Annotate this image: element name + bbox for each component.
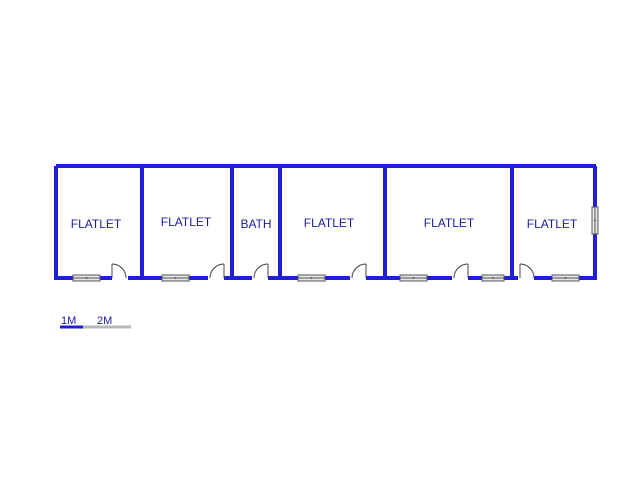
doors	[111, 263, 535, 279]
door-symbol	[351, 263, 367, 279]
door-symbol	[253, 263, 269, 279]
window-symbol	[591, 206, 599, 235]
scale-label-2m: 2M	[97, 315, 112, 327]
room-label-flatlet-1: FLATLET	[71, 217, 122, 231]
window-symbol	[551, 274, 580, 282]
door-symbol	[209, 263, 225, 279]
room-label-flatlet-4: FLATLET	[424, 216, 475, 230]
room-label-flatlet-3: FLATLET	[304, 216, 355, 230]
door-symbol	[519, 263, 535, 279]
window-symbol	[481, 274, 505, 282]
scale-label-1m: 1M	[61, 315, 76, 327]
door-symbol	[453, 263, 469, 279]
window-symbol	[72, 274, 101, 282]
windows	[72, 206, 599, 282]
room-label-flatlet-2: FLATLET	[161, 215, 212, 229]
window-symbol	[161, 274, 190, 282]
door-symbol	[111, 263, 127, 279]
window-symbol	[399, 274, 428, 282]
room-label-flatlet-5: FLATLET	[527, 217, 578, 231]
room-label-bath: BATH	[240, 217, 271, 231]
room-labels: FLATLET FLATLET BATH FLATLET FLATLET FLA…	[71, 215, 578, 231]
scale-bar: 1M 2M	[60, 315, 131, 329]
window-symbol	[297, 274, 326, 282]
